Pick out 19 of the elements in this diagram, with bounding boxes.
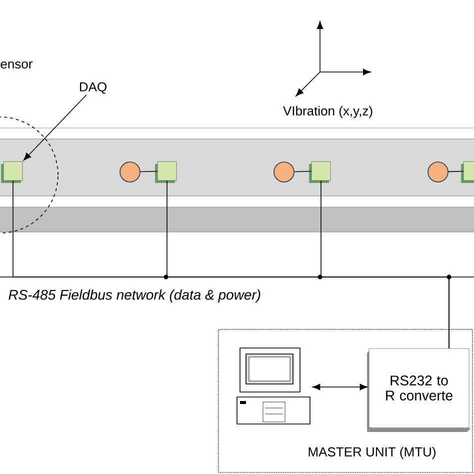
sensor-circle bbox=[120, 162, 140, 182]
converter-box: RS232 to R converte bbox=[367, 348, 471, 432]
daq-box bbox=[155, 161, 177, 183]
network-label: RS-485 Fieldbus network (data & power) bbox=[8, 289, 260, 303]
daq-box bbox=[309, 161, 331, 183]
sensor-circle bbox=[274, 162, 294, 182]
daq-label: DAQ bbox=[80, 82, 106, 94]
connector-line bbox=[294, 170, 312, 172]
picture bbox=[236, 348, 310, 424]
connector-line bbox=[140, 170, 158, 172]
axis-label: VIbration (x,y,z) bbox=[283, 106, 372, 118]
daq-box bbox=[1, 161, 23, 183]
sensor-label: ensor bbox=[0, 61, 32, 69]
sensor-circle bbox=[428, 162, 448, 182]
connector-line bbox=[448, 170, 464, 172]
arrow bbox=[312, 384, 368, 390]
daq-box bbox=[461, 161, 474, 183]
bus-connection bbox=[320, 180, 450, 349]
leader-line bbox=[23, 94, 87, 161]
